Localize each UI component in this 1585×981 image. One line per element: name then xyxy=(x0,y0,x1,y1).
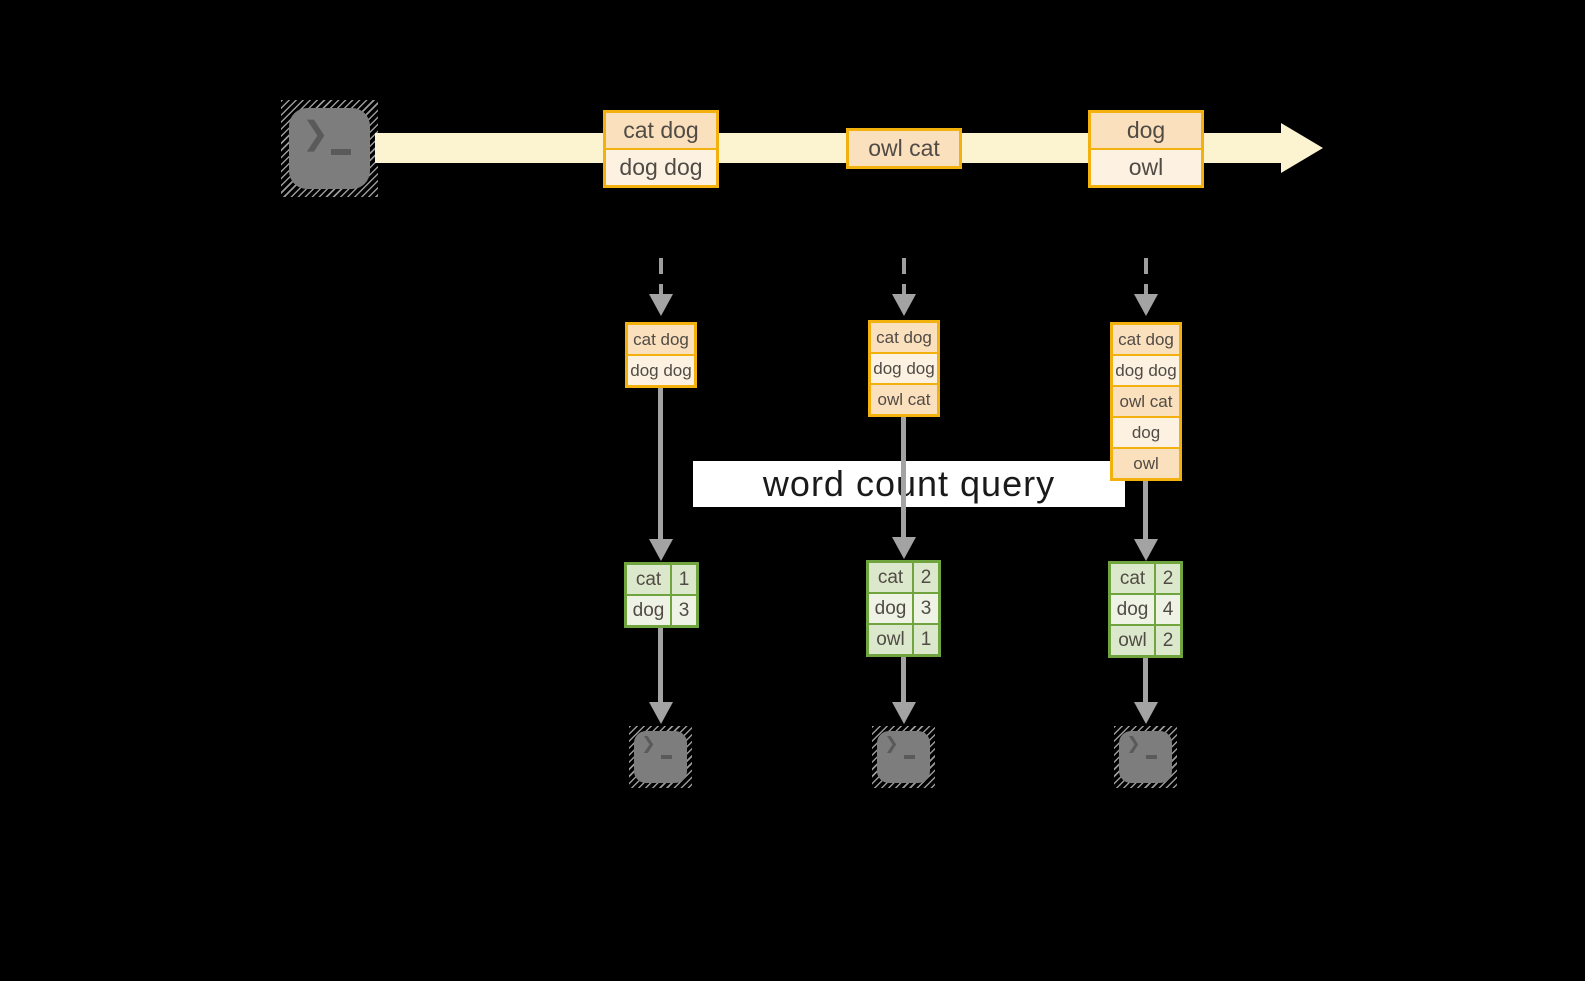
batch-record: cat dog xyxy=(1113,325,1179,354)
sink-terminal-icon: ❯ xyxy=(872,726,935,788)
terminal-screen: ❯ xyxy=(634,731,687,783)
batch-record: owl cat xyxy=(871,385,937,414)
prompt-underscore-icon xyxy=(331,148,352,155)
arrow-shaft xyxy=(658,388,663,539)
terminal-screen: ❯ xyxy=(289,108,370,189)
table-cell-word: owl xyxy=(1111,626,1154,655)
terminal-screen: ❯ xyxy=(1119,731,1172,783)
dashed-arrow-shaft xyxy=(659,258,663,294)
arrow-shaft xyxy=(901,417,906,537)
table-cell-count: 3 xyxy=(672,596,696,625)
batch-record: dog dog xyxy=(628,356,694,385)
table-cell-count: 4 xyxy=(1156,595,1180,624)
word-count-table-3: cat 2 dog 4 owl 2 xyxy=(1108,561,1183,658)
sink-terminal-icon: ❯ xyxy=(1114,726,1177,788)
batch-record: dog dog xyxy=(606,150,716,185)
micro-batch-stack-1: cat dog dog dog xyxy=(625,322,697,388)
batch-record: cat dog xyxy=(871,323,937,352)
arrow-head-icon xyxy=(649,539,673,561)
arrow-shaft xyxy=(1143,658,1148,702)
prompt-chevron-icon: ❯ xyxy=(1126,734,1141,754)
dashed-arrow-head-icon xyxy=(892,294,916,316)
table-cell-word: dog xyxy=(1111,595,1154,624)
stream-batch-3: dog owl xyxy=(1088,110,1204,188)
table-cell-word: dog xyxy=(869,594,912,623)
arrow-head-icon xyxy=(892,702,916,724)
dashed-arrow-shaft xyxy=(902,258,906,294)
table-cell-count: 2 xyxy=(914,563,938,592)
micro-batch-stack-3: cat dog dog dog owl cat dog owl xyxy=(1110,322,1182,481)
batch-record: owl cat xyxy=(1113,387,1179,416)
batch-record: owl xyxy=(1091,150,1201,185)
table-cell-word: dog xyxy=(627,596,670,625)
micro-batch-stack-2: cat dog dog dog owl cat xyxy=(868,320,940,417)
arrow-shaft xyxy=(1143,481,1148,539)
word-count-table-2: cat 2 dog 3 owl 1 xyxy=(866,560,941,657)
table-cell-count: 2 xyxy=(1156,626,1180,655)
stream-batch-2: owl cat xyxy=(846,128,962,169)
table-cell-count: 1 xyxy=(914,625,938,654)
prompt-underscore-icon xyxy=(903,754,915,759)
arrow-shaft xyxy=(658,628,663,702)
batch-record: dog dog xyxy=(871,354,937,383)
table-cell-word: owl xyxy=(869,625,912,654)
arrow-head-icon xyxy=(1134,702,1158,724)
prompt-chevron-icon: ❯ xyxy=(301,115,329,152)
arrow-head-icon xyxy=(649,702,673,724)
batch-record: cat dog xyxy=(606,113,716,148)
stream-batch-1: cat dog dog dog xyxy=(603,110,719,188)
table-cell-word: cat xyxy=(627,565,670,594)
table-cell-word: cat xyxy=(869,563,912,592)
prompt-underscore-icon xyxy=(660,754,672,759)
batch-record: owl cat xyxy=(849,131,959,166)
batch-record: owl xyxy=(1113,449,1179,478)
prompt-underscore-icon xyxy=(1145,754,1157,759)
arrow-head-icon xyxy=(1134,539,1158,561)
table-cell-count: 3 xyxy=(914,594,938,623)
arrow-head-icon xyxy=(892,537,916,559)
table-cell-word: cat xyxy=(1111,564,1154,593)
table-cell-count: 1 xyxy=(672,565,696,594)
batch-record: dog xyxy=(1091,113,1201,148)
prompt-chevron-icon: ❯ xyxy=(641,734,656,754)
terminal-screen: ❯ xyxy=(877,731,930,783)
query-label: word count query xyxy=(762,463,1056,504)
table-cell-count: 2 xyxy=(1156,564,1180,593)
dashed-arrow-head-icon xyxy=(1134,294,1158,316)
batch-record: dog dog xyxy=(1113,356,1179,385)
prompt-chevron-icon: ❯ xyxy=(884,734,899,754)
input-stream-arrowhead xyxy=(1281,123,1323,173)
dashed-arrow-shaft xyxy=(1144,258,1148,294)
batch-record: cat dog xyxy=(628,325,694,354)
query-band: word count query xyxy=(693,461,1125,507)
dashed-arrow-head-icon xyxy=(649,294,673,316)
source-terminal-icon: ❯ xyxy=(281,100,378,197)
word-count-table-1: cat 1 dog 3 xyxy=(624,562,699,628)
batch-record: dog xyxy=(1113,418,1179,447)
arrow-shaft xyxy=(901,657,906,702)
sink-terminal-icon: ❯ xyxy=(629,726,692,788)
